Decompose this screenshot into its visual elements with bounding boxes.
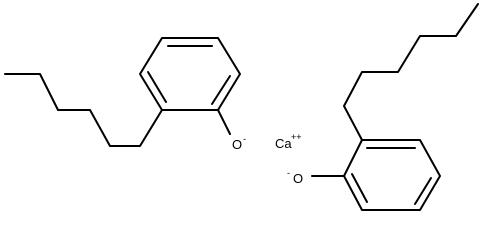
- benzene-ring-left: [139, 37, 241, 111]
- oxygen-label-left: O: [232, 137, 242, 152]
- benzene-ring-right: [343, 139, 441, 211]
- double-bond-left-lower: [147, 71, 167, 103]
- calcium-ion: Ca ++: [275, 132, 302, 151]
- double-bond-right-side: [414, 177, 432, 205]
- double-bond-right-lower: [351, 173, 368, 203]
- oxygen-charge-right: -: [287, 168, 290, 178]
- phenolate-right: - O: [287, 3, 479, 211]
- calcium-charge: ++: [291, 132, 302, 142]
- hexyl-chain-left: [4, 73, 163, 147]
- c-o-bond-left: [217, 109, 231, 135]
- chemical-structure: O - Ca ++ - O: [4, 3, 479, 211]
- double-bond-left-right: [211, 75, 231, 105]
- oxygen-label-right: O: [293, 171, 303, 186]
- structure-canvas: O - Ca ++ - O: [4, 3, 479, 211]
- oxygen-charge-left: -: [243, 134, 246, 144]
- phenolate-left: O -: [4, 37, 246, 152]
- hexyl-chain-right: [343, 3, 479, 141]
- calcium-label: Ca: [275, 136, 292, 151]
